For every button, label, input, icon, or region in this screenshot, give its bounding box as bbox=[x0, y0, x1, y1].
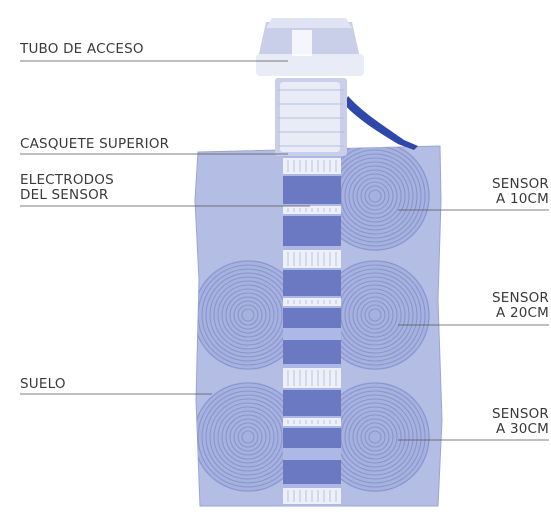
label-sensor-20cm-line2: A 20CM bbox=[496, 305, 549, 321]
label-sensor-electrodes-line2: DEL SENSOR bbox=[20, 187, 109, 203]
sensor-probe-body bbox=[283, 150, 341, 506]
sensor-field-ring bbox=[344, 406, 406, 468]
sensor-field-ring bbox=[356, 296, 394, 334]
sensor-field-ring bbox=[241, 430, 255, 444]
sensor-electrode bbox=[283, 216, 341, 246]
sensor-field-ring bbox=[217, 284, 279, 346]
label-sensor-10cm-line1: SENSOR bbox=[492, 176, 549, 192]
sensor-field-ring bbox=[352, 414, 398, 460]
sensor-field-ring bbox=[356, 418, 394, 456]
sensor-electrode bbox=[283, 390, 341, 416]
sensor-field-ring bbox=[352, 173, 398, 219]
sensor-field-ring bbox=[233, 422, 263, 452]
label-sensor-30cm-line2: A 30CM bbox=[496, 421, 549, 437]
sensor-field-ring bbox=[229, 418, 267, 456]
sensor-electrode bbox=[283, 428, 341, 448]
sensor-field-ring bbox=[221, 410, 275, 464]
sensor-field-ring bbox=[368, 308, 382, 322]
sensor-field-ring bbox=[217, 406, 279, 468]
label-sensor-30cm-line1: SENSOR bbox=[492, 406, 549, 422]
label-sensor-10cm: SENSOR A 10CM bbox=[492, 177, 549, 207]
access-tube-neck-highlight bbox=[280, 82, 340, 152]
sensor-field-ring bbox=[233, 300, 263, 330]
label-sensor-20cm: SENSOR A 20CM bbox=[492, 291, 549, 321]
sensor-field-ring bbox=[368, 189, 382, 203]
sensor-field-ring bbox=[237, 304, 259, 326]
sensor-field-ring bbox=[360, 181, 390, 211]
cap-window bbox=[292, 30, 312, 56]
sensor-field-ring bbox=[344, 165, 406, 227]
label-sensor-20cm-line1: SENSOR bbox=[492, 290, 549, 306]
label-sensor-electrodes-line1: ELECTRODOS bbox=[20, 172, 114, 188]
sensor-field-ring bbox=[364, 426, 386, 448]
leader-lines bbox=[20, 60, 549, 441]
label-soil: SUELO bbox=[20, 376, 66, 392]
sensor-cable bbox=[344, 96, 418, 150]
sensor-field-ring bbox=[225, 292, 271, 338]
sensor-electrode bbox=[283, 340, 341, 364]
sensor-field-disc bbox=[195, 260, 303, 370]
cap-base bbox=[256, 54, 364, 76]
sensor-field-ring bbox=[237, 426, 259, 448]
sensor-field-ring bbox=[364, 304, 386, 326]
sensor-field-disc bbox=[320, 260, 430, 370]
label-sensor-electrodes: ELECTRODOS DEL SENSOR bbox=[20, 173, 114, 203]
cap-rim bbox=[266, 18, 352, 28]
sensor-field-ring bbox=[344, 284, 406, 346]
sensor-field-ring bbox=[348, 410, 402, 464]
sensor-field-ring bbox=[364, 185, 386, 207]
sensor-electrode bbox=[283, 176, 341, 204]
sensor-electrode bbox=[283, 460, 341, 484]
sensor-field-20cm-left bbox=[195, 260, 303, 370]
sensor-field-ring bbox=[368, 430, 382, 444]
sensor-field-ring bbox=[225, 414, 271, 460]
sensor-electrode bbox=[283, 308, 341, 328]
sensor-field-rings bbox=[195, 146, 430, 492]
sensor-field-disc bbox=[195, 382, 303, 492]
sensor-field-ring bbox=[348, 288, 402, 342]
sensor-field-ring bbox=[241, 308, 255, 322]
sensor-field-disc bbox=[320, 146, 430, 251]
label-sensor-30cm: SENSOR A 30CM bbox=[492, 407, 549, 437]
sensor-field-ring bbox=[360, 422, 390, 452]
sensor-field-ring bbox=[348, 169, 402, 223]
sensor-electrode bbox=[283, 270, 341, 296]
sensor-field-ring bbox=[229, 296, 267, 334]
access-tube-cap bbox=[256, 18, 418, 156]
sensor-field-ring bbox=[213, 402, 283, 472]
sensor-field-ring bbox=[213, 280, 283, 350]
label-access-tube: TUBO DE ACCESO bbox=[20, 41, 144, 57]
sensor-field-ring bbox=[356, 177, 394, 215]
sensor-field-ring bbox=[352, 292, 398, 338]
label-top-cap: CASQUETE SUPERIOR bbox=[20, 136, 170, 152]
sensor-field-ring bbox=[221, 288, 275, 342]
sensor-field-ring bbox=[360, 300, 390, 330]
label-sensor-10cm-line2: A 10CM bbox=[496, 191, 549, 207]
sensor-field-disc bbox=[320, 382, 430, 492]
